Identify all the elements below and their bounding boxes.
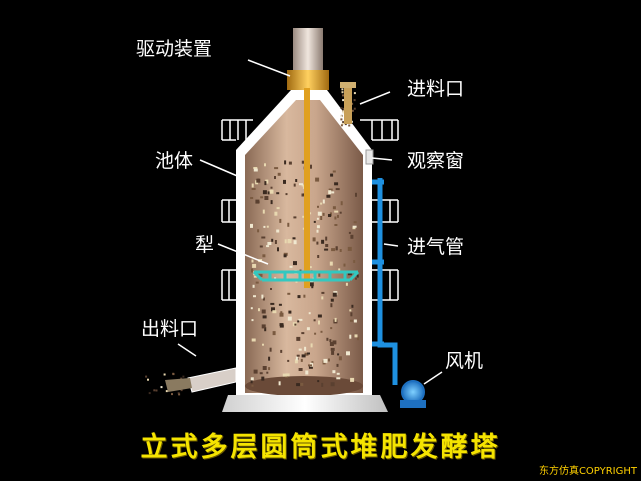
label-inlet: 进料口 <box>407 78 465 100</box>
drive-unit <box>287 70 329 90</box>
diagram-title: 立式多层圆筒式堆肥发酵塔 <box>140 432 501 463</box>
drive-shaft <box>304 88 310 288</box>
label-air-pipe: 进气管 <box>407 236 465 258</box>
fan-unit <box>400 380 426 408</box>
copyright-text: 东方仿真COPYRIGHT <box>538 466 637 477</box>
observation-window <box>365 149 374 165</box>
plow <box>252 270 360 282</box>
compost-particles <box>145 86 360 396</box>
label-fan: 风机 <box>445 350 484 372</box>
inlet-chute <box>340 82 356 124</box>
outlet-chute <box>165 367 237 393</box>
label-outlet: 出料口 <box>141 318 199 340</box>
chimney <box>293 28 323 73</box>
tower-base <box>222 395 388 412</box>
label-drive-unit: 驱动装置 <box>136 38 213 60</box>
label-observation-window: 观察窗 <box>407 150 465 172</box>
air-pipe <box>372 178 398 385</box>
leader-lines <box>177 59 443 385</box>
label-tower-body: 池体 <box>155 150 194 172</box>
label-plow: 犁 <box>195 234 215 256</box>
